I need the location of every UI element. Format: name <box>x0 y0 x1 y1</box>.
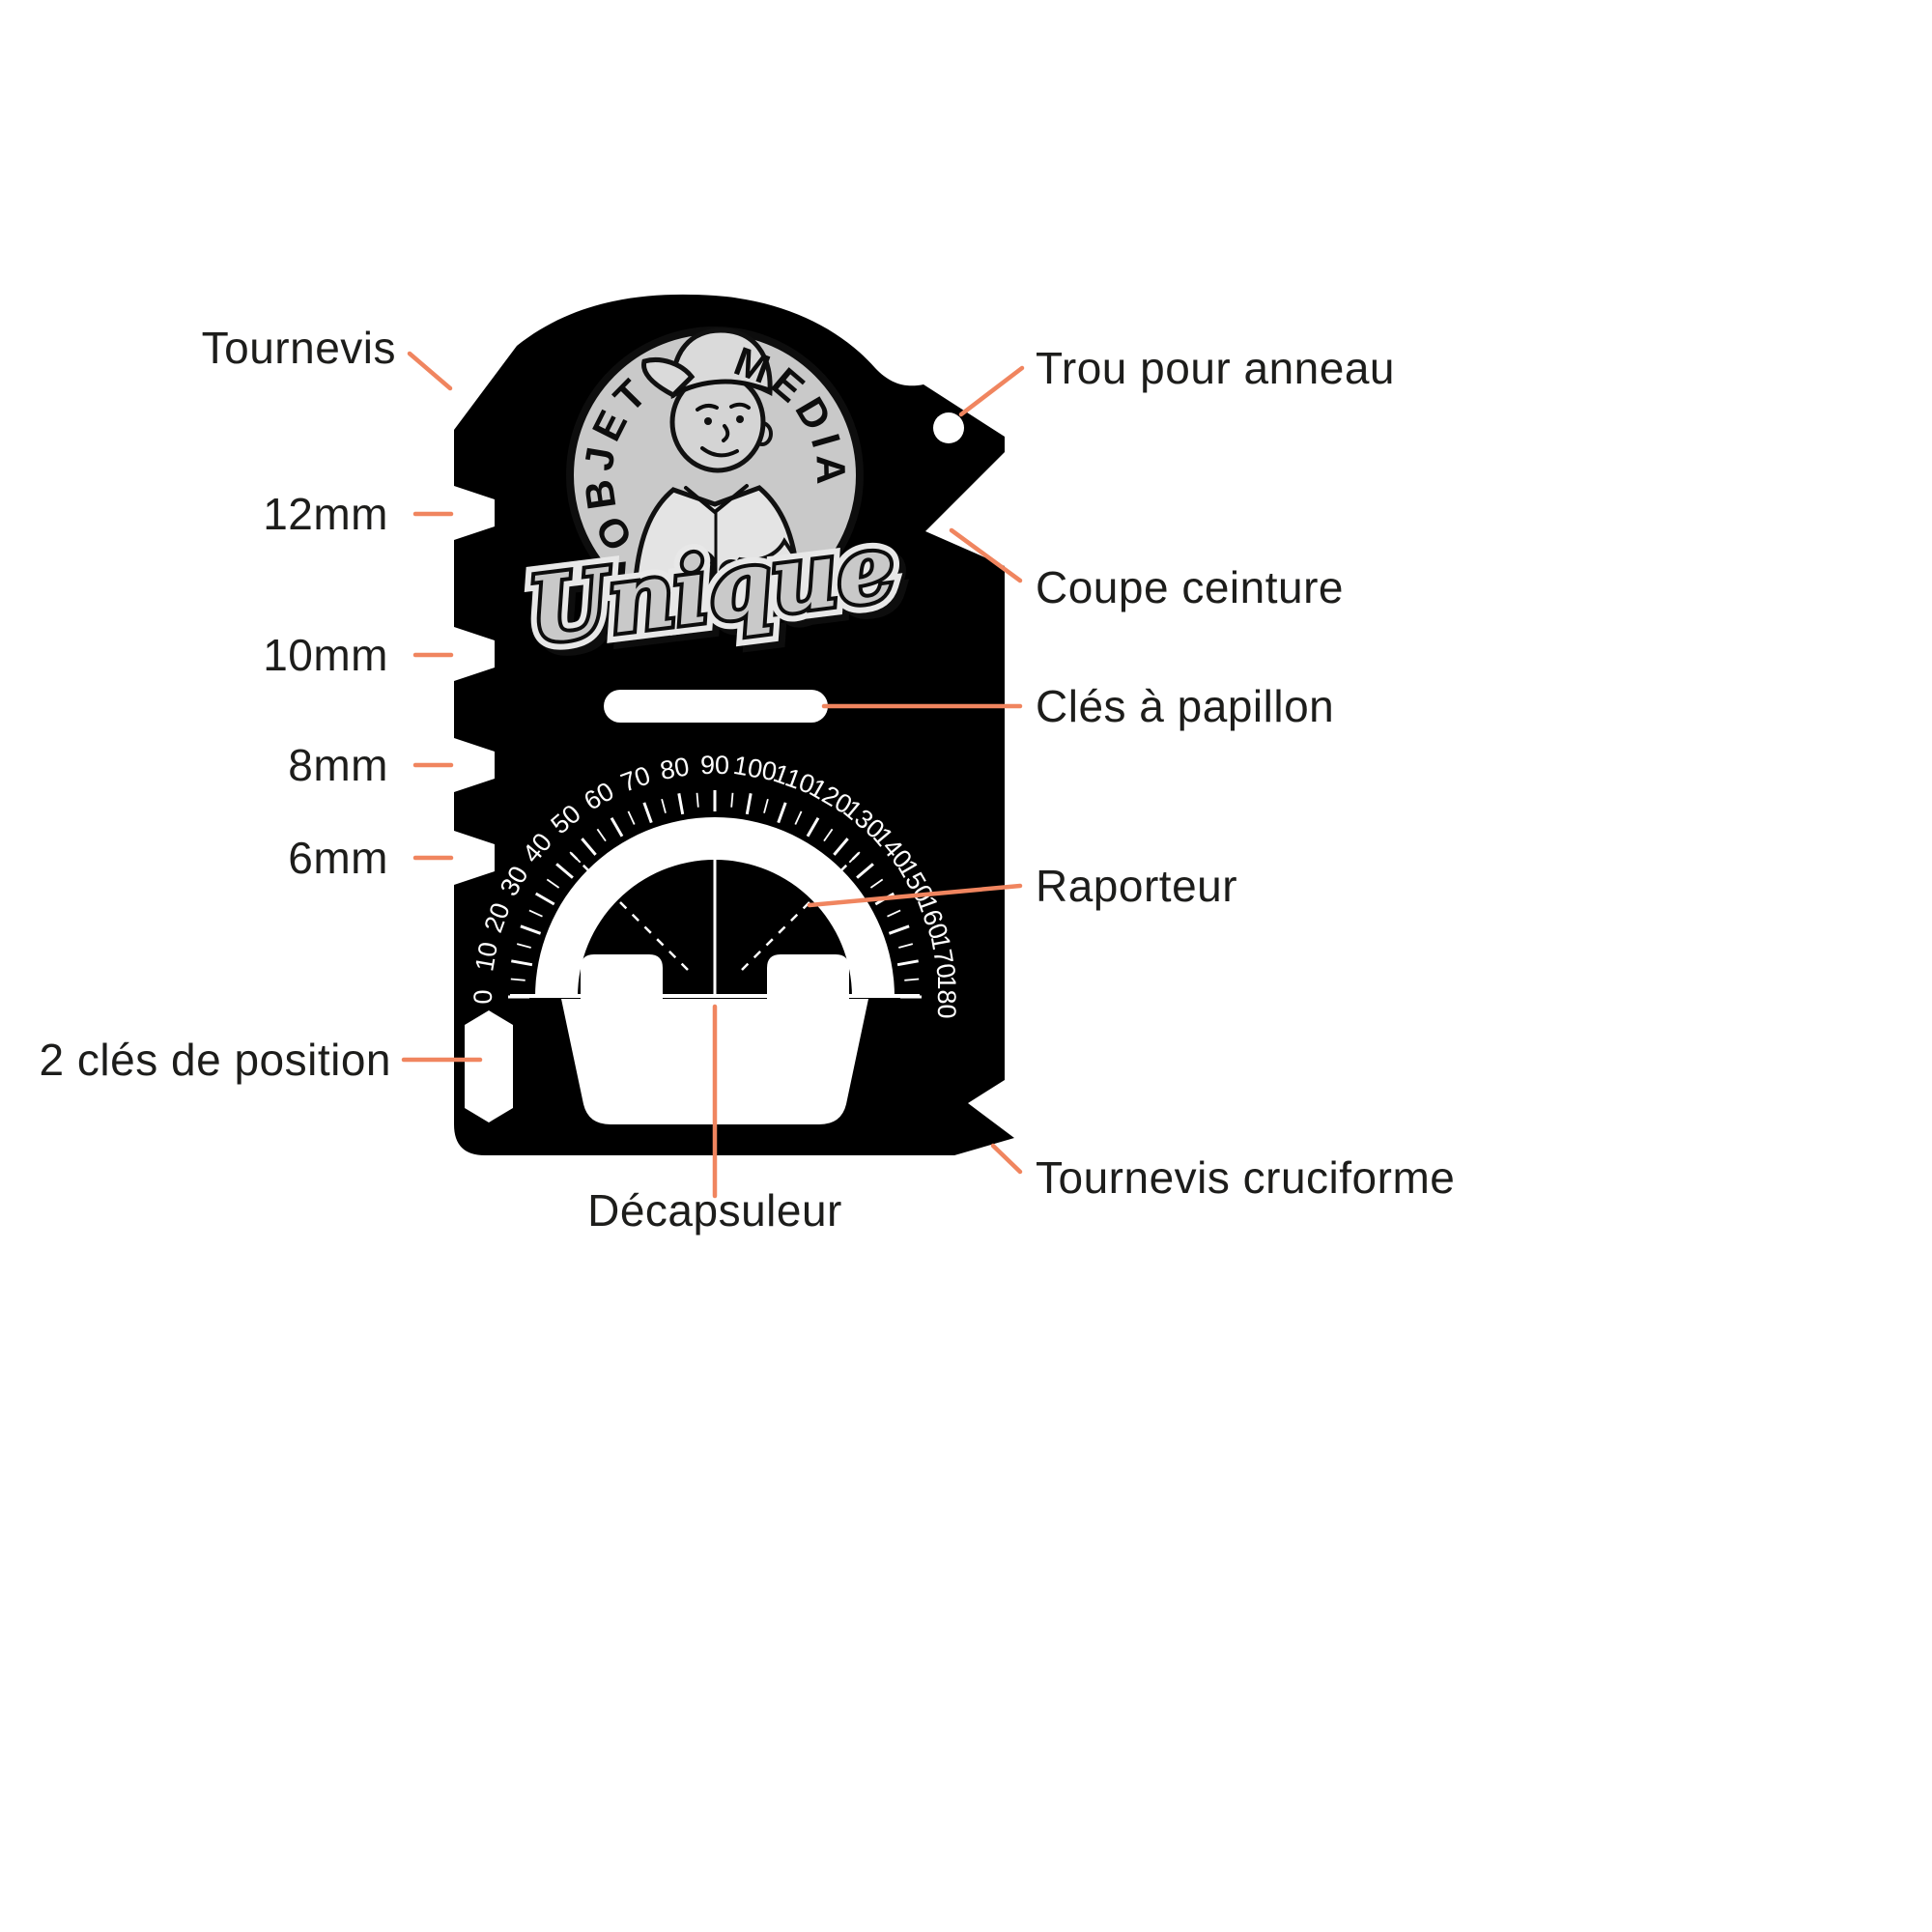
protractor-tick <box>596 828 607 842</box>
position-wrench-cutout <box>465 1010 513 1122</box>
callout-trou-pour-anneau: Trou pour anneau <box>1036 343 1396 393</box>
protractor-ticks <box>508 790 922 999</box>
protractor-tick <box>581 838 597 856</box>
protractor-tick <box>534 892 555 906</box>
protractor-tick <box>696 792 699 808</box>
protractor-45-dashed-line <box>741 849 863 971</box>
protractor-degree-label: 90 <box>700 751 729 780</box>
protractor-degree-label: 80 <box>658 752 692 785</box>
protractor-arc-cutout <box>535 817 895 997</box>
callout-tournevis-cruciforme: Tournevis cruciforme <box>1036 1152 1456 1203</box>
callout-tournevis: Tournevis <box>201 323 396 373</box>
protractor-tick <box>823 828 834 842</box>
protractor-tick <box>569 851 582 864</box>
protractor-tick <box>896 959 919 967</box>
protractor-tick <box>763 798 769 813</box>
man-hand <box>719 559 744 584</box>
leader-line-trou-pour-anneau <box>958 365 1025 417</box>
man-smile <box>700 446 739 458</box>
callout-6mm: 6mm <box>288 833 388 883</box>
leader-line-tournevis-cruciforme <box>990 1143 1023 1175</box>
callout-12mm: 12mm <box>263 489 388 539</box>
callout-coupe-ceinture: Coupe ceinture <box>1036 562 1344 612</box>
man-cap-brim <box>641 357 696 399</box>
protractor-tick <box>730 792 734 808</box>
man-cap-band <box>674 380 770 394</box>
wing-nut-slot-cutout <box>604 690 828 723</box>
protractor-tick <box>888 924 910 935</box>
callout-cles-de-position: 2 clés de position <box>39 1035 391 1085</box>
protractor-tick <box>661 798 667 813</box>
leader-line-tournevis <box>407 351 453 391</box>
protractor-tick <box>869 878 884 889</box>
protractor-tick <box>555 863 574 879</box>
protractor-tick <box>833 838 849 856</box>
protractor-tick <box>516 943 531 949</box>
protractor-tick <box>528 909 543 918</box>
protractor-135-dashed-line <box>567 849 689 971</box>
protractor-tick <box>898 943 914 949</box>
leader-line-raporteur <box>807 883 1023 908</box>
protractor-tick <box>794 810 803 825</box>
callout-decapsuleur: Décapsuleur <box>587 1185 842 1236</box>
protractor-tick <box>856 863 874 879</box>
protractor-tick <box>777 802 787 824</box>
protractor-tick <box>511 959 533 967</box>
ring-hole-cutout <box>933 412 964 443</box>
man-nose <box>722 424 730 442</box>
leader-line-coupe-ceinture <box>949 527 1023 583</box>
protractor-tick <box>848 851 861 864</box>
man-eye-left <box>704 417 712 425</box>
callout-cles-a-papillon: Clés à papillon <box>1036 681 1335 731</box>
protractor-degree-label: 0 <box>469 989 497 1004</box>
leader-lines <box>401 351 1025 1199</box>
protractor-tick <box>887 909 901 918</box>
protractor-degree-label: 180 <box>932 975 961 1018</box>
callout-8mm: 8mm <box>288 740 388 790</box>
protractor-tick <box>627 810 636 825</box>
man-eye-right <box>736 415 744 423</box>
protractor-tick <box>642 802 653 824</box>
protractor-tick <box>546 878 560 889</box>
callout-10mm: 10mm <box>263 630 388 680</box>
protractor-tick <box>610 816 624 838</box>
man-eyebrows <box>696 402 751 412</box>
protractor-degree-label: 10 <box>469 940 503 974</box>
callout-raporteur: Raporteur <box>1036 861 1238 911</box>
protractor-tick <box>677 793 685 815</box>
protractor-tick <box>806 816 820 838</box>
protractor-tick <box>520 924 542 935</box>
protractor-tick <box>745 793 753 815</box>
